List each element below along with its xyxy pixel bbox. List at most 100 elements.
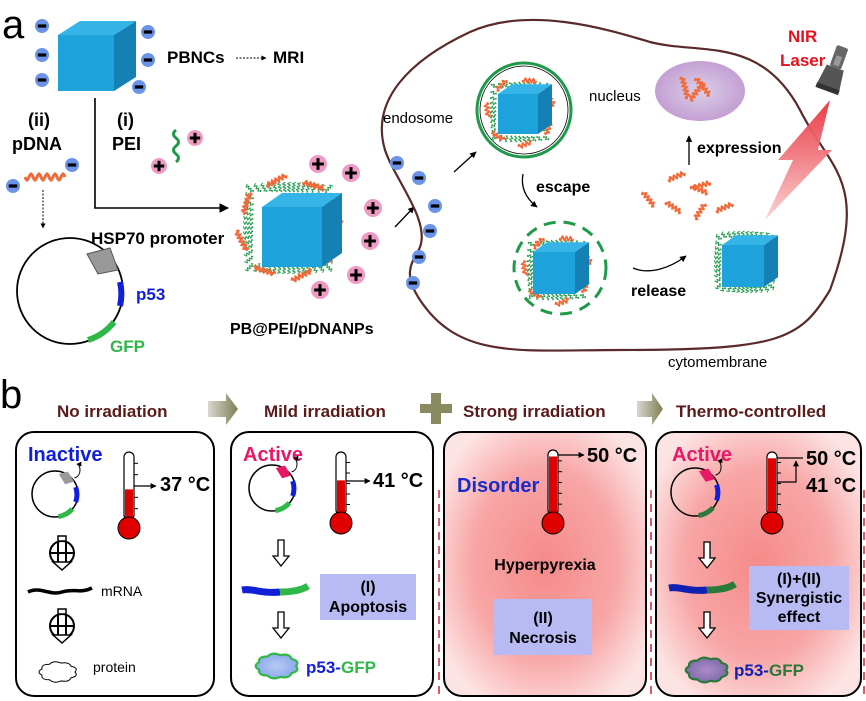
down-arrow-icon: [697, 611, 717, 640]
laser-label: Laser: [780, 51, 826, 70]
plasmid-diagram: [16, 237, 125, 345]
negative-charge-icon: [65, 158, 79, 172]
effect-i-ii-label: (I)+(II): [777, 571, 821, 588]
negative-charge-icon: [35, 48, 49, 62]
pdna-strand-icon: [23, 171, 67, 183]
stage-arrow-1: [208, 393, 238, 425]
negative-charge-icon: [35, 73, 49, 87]
stage-title-no-irradiation: No irradiation: [57, 402, 168, 421]
negative-charge-icon: [412, 171, 426, 185]
state-inactive: Inactive: [28, 444, 102, 466]
product-gfp: GFP: [341, 658, 376, 677]
positive-charges-nanoparticle: [309, 155, 382, 299]
temp-37: 37 °C: [160, 474, 210, 496]
pb-pei-pdna-nanoparticle: [234, 173, 344, 283]
product-label-mild: p53-GFP: [306, 658, 376, 677]
state-disorder: Disorder: [457, 475, 539, 497]
panel-a-label: a: [2, 3, 25, 47]
negative-charge-icon: [428, 199, 442, 213]
broken-endosome: [512, 220, 608, 316]
negative-charge-icon: [132, 80, 146, 94]
laser-beam-icon: [765, 100, 832, 220]
p53-gene-segment: [117, 281, 125, 307]
stage-arrow-2: [637, 393, 663, 425]
escape-label: escape: [536, 179, 590, 196]
mri-label: MRI: [273, 48, 304, 67]
cytomembrane-outline: [380, 18, 848, 352]
arrow-to-endosome: [453, 151, 477, 173]
endosome-label: endosome: [383, 110, 453, 127]
released-pdna-strands: [640, 170, 734, 221]
effect-i-label: (I): [360, 579, 375, 596]
product-gfp: GFP: [769, 661, 804, 680]
plasmid-inactive-icon: [31, 461, 82, 520]
pdna-label: pDNA: [12, 134, 62, 154]
down-arrow-icon: [271, 539, 291, 568]
positive-charge-icon: [311, 281, 329, 299]
release-arrow: [632, 255, 687, 272]
expression-label: expression: [697, 140, 781, 157]
mrna-label: mRNA: [101, 583, 143, 599]
arrow-to-cell: [394, 206, 415, 228]
stage-title-thermo-controlled: Thermo-controlled: [676, 402, 826, 421]
plus-sign-icon: [420, 393, 452, 424]
negative-charges-cube: [35, 19, 155, 94]
temp-41: 41 °C: [373, 470, 423, 492]
gfp-gene-segment: [86, 320, 117, 343]
endosome-inner-line: [479, 65, 569, 155]
p53-label: p53: [136, 285, 165, 304]
hyperpyrexia-label: Hyperpyrexia: [494, 557, 595, 574]
positive-charge-icon: [364, 199, 382, 217]
product-label-thermo: p53-GFP: [734, 661, 804, 680]
thermometer-41-icon: [329, 451, 371, 535]
down-arrow-icon: [271, 611, 291, 640]
positive-charge-icon: [151, 158, 167, 174]
effect-label: effect: [778, 609, 821, 626]
positive-charge-icon: [347, 266, 365, 284]
negative-charge-icon: [6, 179, 20, 193]
step-ii-label: (ii): [28, 110, 50, 130]
positive-charge-icon: [342, 164, 360, 182]
nanoparticle-label: PB@PEI/pDNANPs: [230, 321, 374, 338]
positive-charges-pei: [151, 130, 203, 174]
synthesis-arrow: [94, 98, 229, 213]
pb-pei-nanoparticle: [713, 230, 778, 294]
temp-50: 50 °C: [587, 445, 637, 467]
product-p53: p53: [734, 661, 763, 680]
synergistic-box: [749, 566, 849, 630]
negative-charge-icon: [390, 156, 404, 170]
release-label: release: [631, 283, 686, 300]
escaped-nanoparticle: [520, 234, 593, 308]
negative-charge-icon: [406, 276, 420, 290]
thermometer-41-50-icon: [760, 451, 803, 535]
endosome-nanoparticle: [483, 76, 556, 150]
stage-title-mild-irradiation: Mild irradiation: [264, 402, 386, 421]
p53-gfp-mrna-icon: [668, 580, 737, 594]
negative-charge-icon: [423, 224, 437, 238]
apoptosis-label: Apoptosis: [329, 599, 407, 616]
nucleus-pdna-strands: [678, 76, 711, 102]
ribosome-blocked-icon-1: [49, 535, 75, 572]
nucleus-label: nucleus: [589, 88, 641, 105]
negative-charges-pdna: [6, 158, 79, 193]
synergistic-label: Synergistic: [756, 590, 842, 607]
pb-nanocube: [58, 21, 136, 91]
product-dash: -: [335, 658, 341, 677]
stage-box-thermo-controlled: [655, 431, 862, 697]
mrna-strand-icon: [27, 586, 93, 595]
protein-label: protein: [93, 659, 136, 675]
negative-charges-membrane: [390, 156, 442, 290]
negative-charge-icon: [412, 250, 426, 264]
state-active-mild: Active: [243, 444, 303, 466]
stage-title-strong-irradiation: Strong irradiation: [463, 402, 606, 421]
protein-cloud-icon: [38, 661, 77, 683]
temp-50-thermo: 50 °C: [806, 448, 856, 470]
laser-device-icon: [815, 45, 848, 96]
thermometer-37-icon: [117, 451, 157, 540]
negative-charge-icon: [141, 53, 155, 67]
negative-charge-icon: [141, 25, 155, 39]
p53-gfp-protein-icon: [684, 656, 729, 684]
escape-arrow: [521, 173, 538, 208]
endosome-membrane: [475, 61, 573, 159]
state-active-thermo: Active: [672, 444, 732, 466]
